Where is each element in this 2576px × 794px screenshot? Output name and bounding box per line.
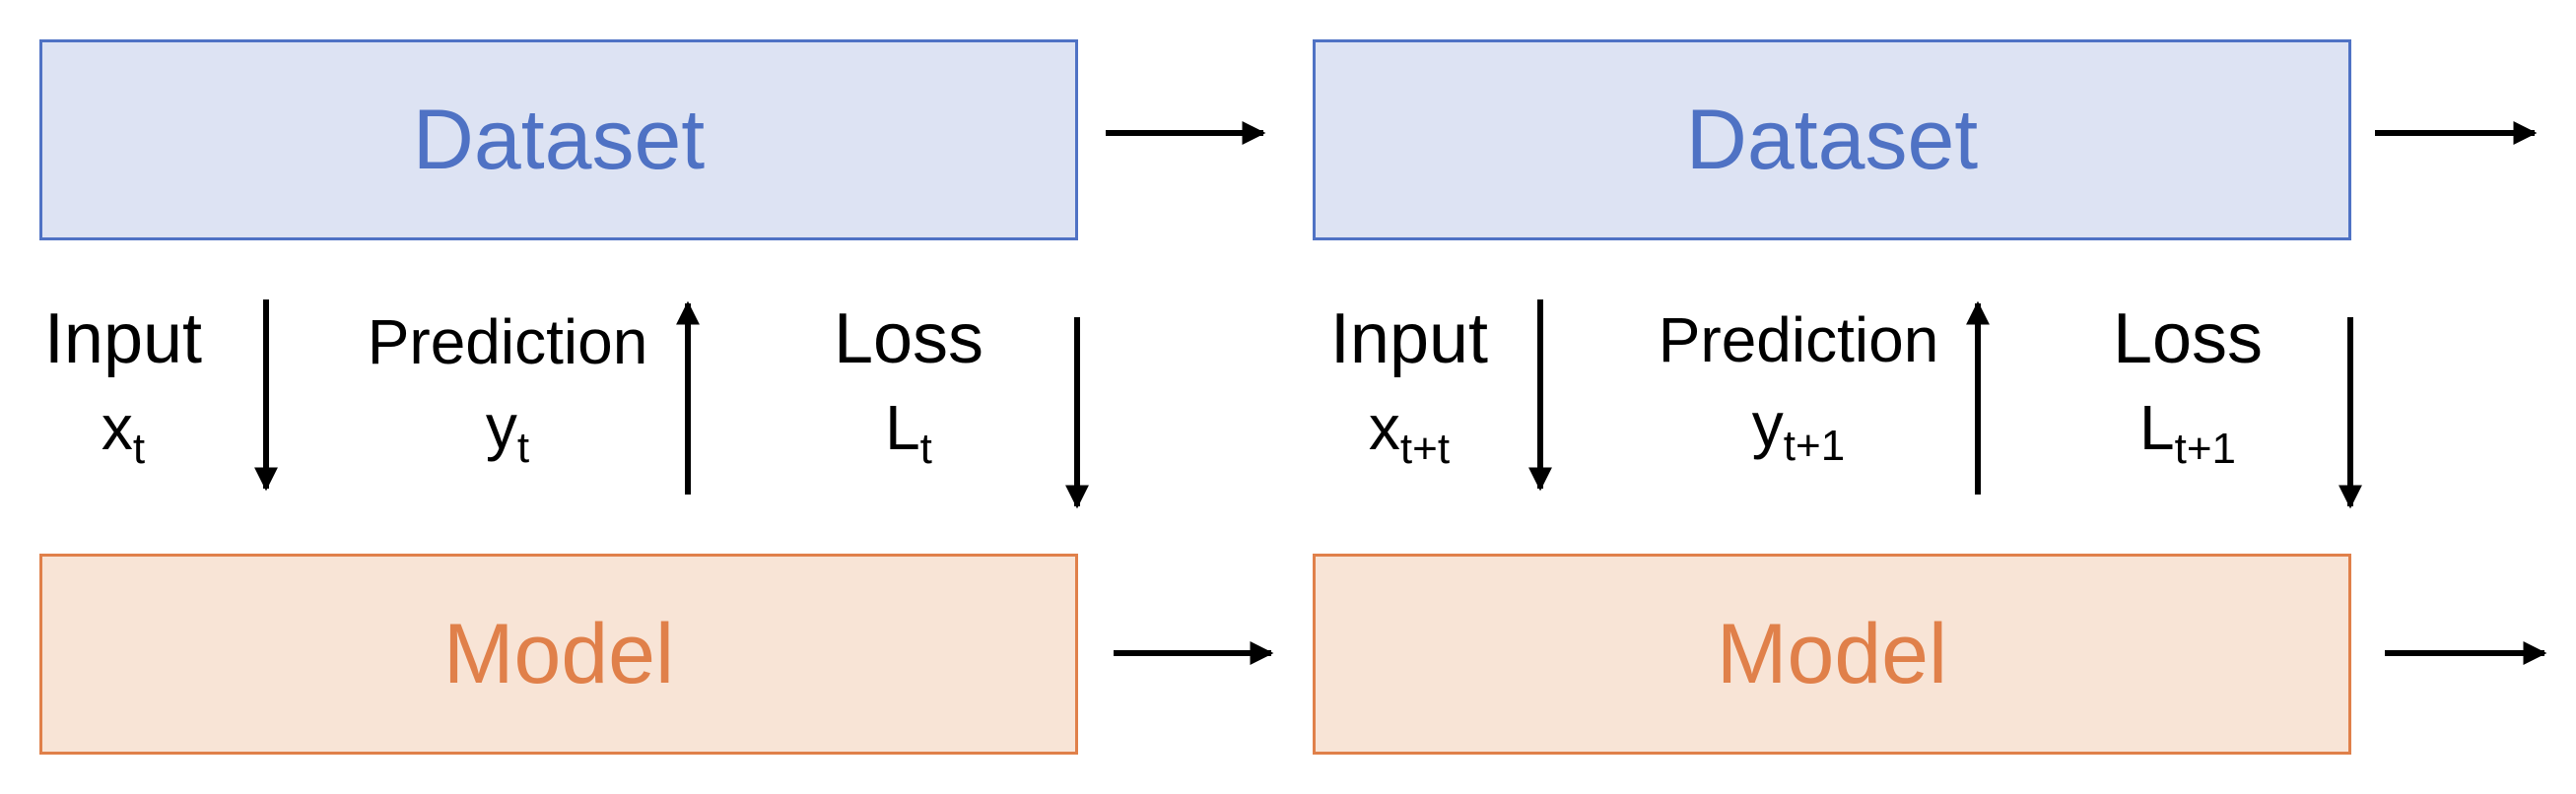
input-label-step-1: Input xt bbox=[30, 299, 217, 473]
prediction-subscript: t bbox=[516, 424, 530, 472]
prediction-word: Prediction bbox=[367, 306, 648, 377]
input-variable: xt bbox=[101, 392, 146, 473]
loss-label-step-1: Loss Lt bbox=[810, 299, 1007, 473]
prediction-variable: yt bbox=[485, 391, 530, 472]
prediction-label-step-1: Prediction yt bbox=[355, 306, 660, 472]
loss-variable: Lt bbox=[885, 392, 932, 473]
input-word: Input bbox=[1329, 299, 1489, 378]
input-word: Input bbox=[43, 299, 203, 378]
input-variable: xt+t bbox=[1368, 392, 1451, 473]
input-subscript: t bbox=[132, 425, 146, 473]
model-label: Model bbox=[442, 607, 675, 701]
dataset-box-step-1: Dataset bbox=[39, 39, 1078, 240]
dataset-box-step-2: Dataset bbox=[1313, 39, 2351, 240]
model-label: Model bbox=[1716, 607, 1948, 701]
prediction-word: Prediction bbox=[1658, 304, 1939, 375]
prediction-label-step-2: Prediction yt+1 bbox=[1641, 304, 1956, 470]
prediction-variable: yt+1 bbox=[1751, 389, 1846, 470]
loss-subscript: t bbox=[919, 425, 932, 473]
dataset-label: Dataset bbox=[412, 93, 706, 187]
input-label-step-2: Input xt+t bbox=[1311, 299, 1508, 473]
loss-word: Loss bbox=[833, 299, 984, 378]
loss-variable: Lt+1 bbox=[2139, 392, 2236, 473]
input-subscript: t+t bbox=[1399, 425, 1451, 473]
model-box-step-2: Model bbox=[1313, 554, 2351, 755]
loss-label-step-2: Loss Lt+1 bbox=[2084, 299, 2291, 473]
prediction-subscript: t+1 bbox=[1783, 422, 1846, 470]
loss-subscript: t+1 bbox=[2174, 425, 2236, 473]
model-box-step-1: Model bbox=[39, 554, 1078, 755]
dataset-label: Dataset bbox=[1685, 93, 1979, 187]
loss-word: Loss bbox=[2112, 299, 2264, 378]
